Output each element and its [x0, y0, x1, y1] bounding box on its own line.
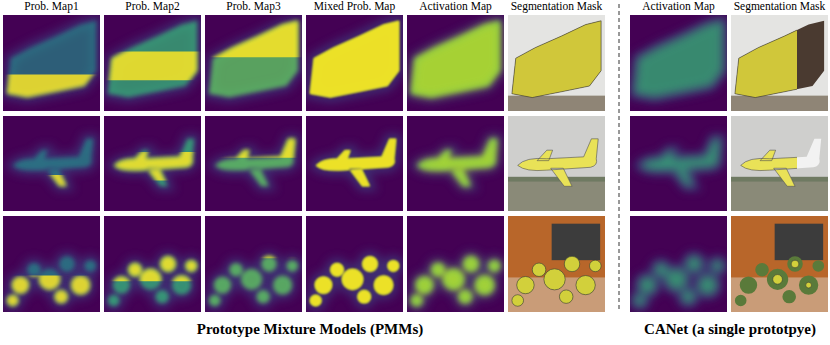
result-panel	[731, 216, 828, 312]
result-panel	[3, 216, 100, 312]
result-panel	[508, 15, 605, 111]
result-panel	[104, 216, 201, 312]
result-panel	[306, 216, 403, 312]
column-header: Activation Map	[419, 0, 492, 13]
divider-line	[619, 4, 620, 312]
column-header: Activation Map	[642, 0, 715, 13]
column-header: Segmentation Mask	[511, 0, 603, 13]
result-panel	[306, 116, 403, 211]
result-panel	[407, 15, 504, 111]
result-panel	[205, 15, 302, 111]
column-header: Prob. Map1	[24, 0, 78, 13]
column-header: Mixed Prob. Map	[314, 0, 395, 13]
result-panel	[407, 216, 504, 312]
result-panel	[630, 116, 727, 211]
result-panel	[3, 116, 100, 211]
group-caption: CANet (a single prototpye)	[644, 320, 816, 338]
column-header: Prob. Map2	[125, 0, 179, 13]
result-panel	[630, 216, 727, 312]
result-panel	[508, 116, 605, 211]
result-panel	[508, 216, 605, 312]
result-panel	[3, 15, 100, 111]
result-panel	[104, 116, 201, 211]
group-caption: Prototype Mixture Models (PMMs)	[197, 320, 423, 338]
column-header: Prob. Map3	[226, 0, 280, 13]
result-panel	[731, 116, 828, 211]
result-panel	[306, 15, 403, 111]
result-panel	[104, 15, 201, 111]
result-panel	[630, 15, 727, 111]
column-header: Segmentation Mask	[734, 0, 826, 13]
result-panel	[205, 216, 302, 312]
result-panel	[407, 116, 504, 211]
result-panel	[731, 15, 828, 111]
result-panel	[205, 116, 302, 211]
